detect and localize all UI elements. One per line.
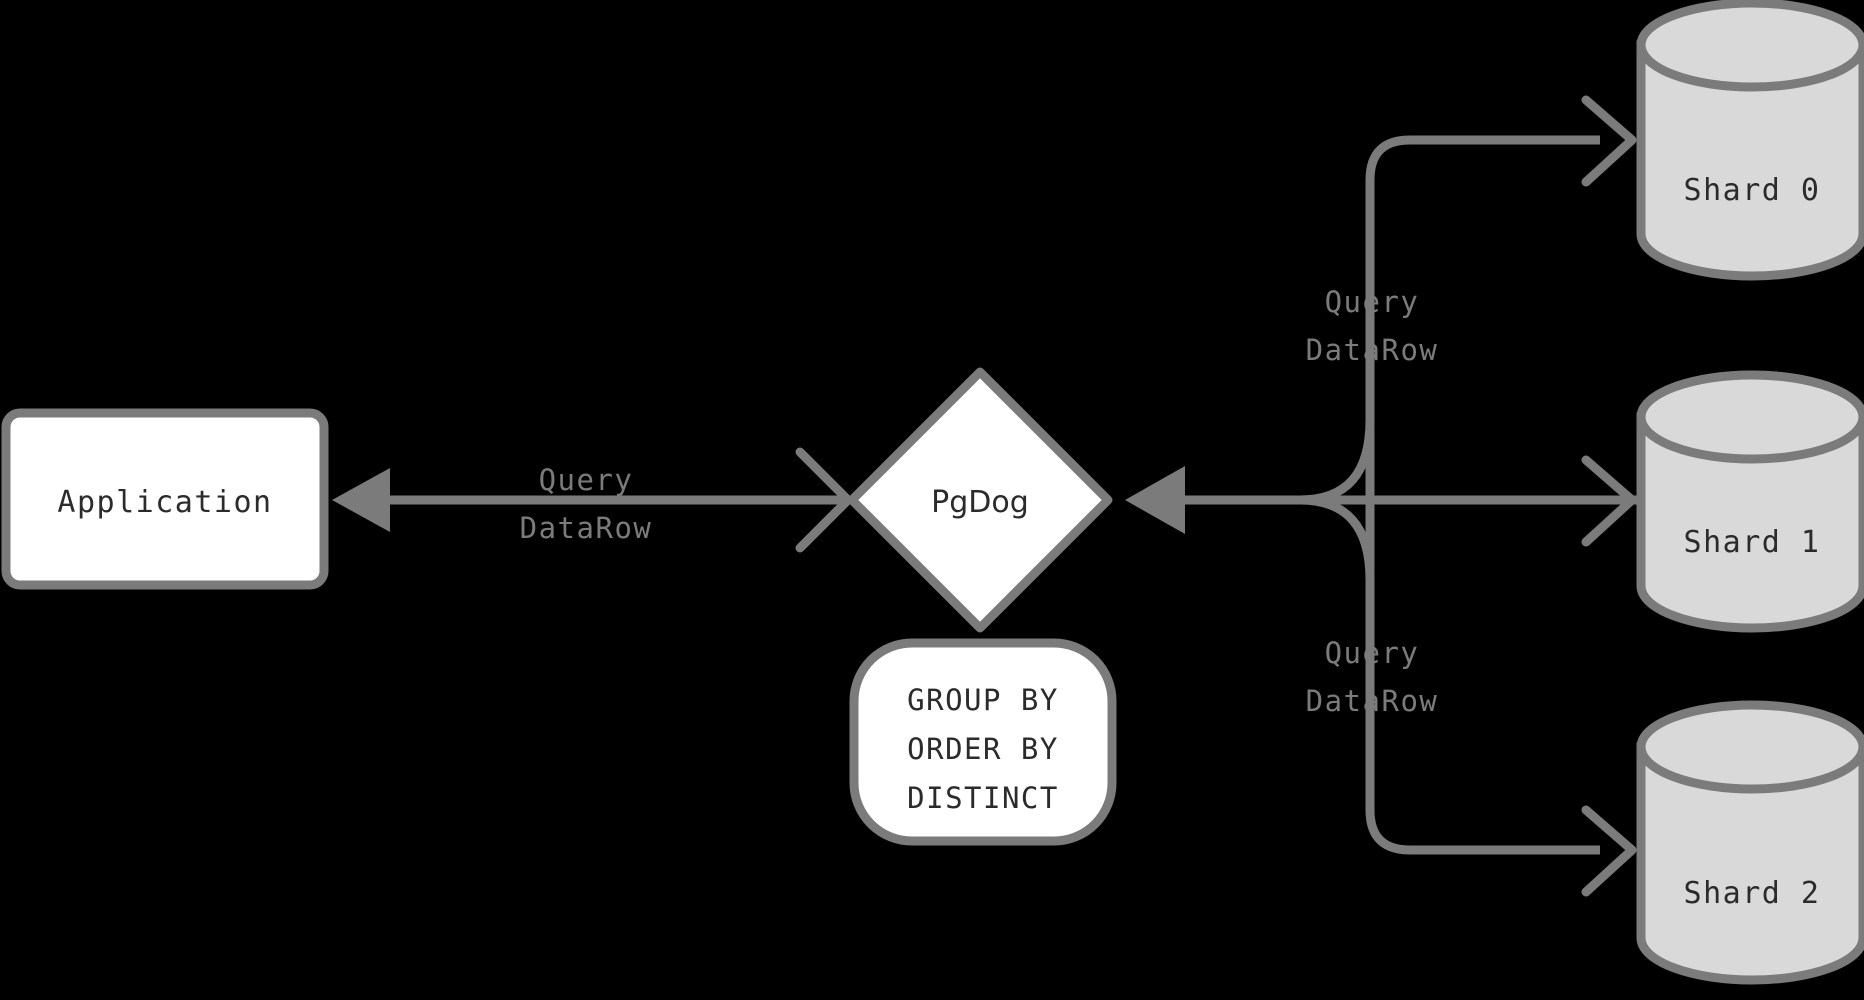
edge-label-pgdog-shard0-line2: DataRow (1306, 333, 1439, 367)
arrowhead-right-chevron-shard1 (1581, 455, 1637, 547)
edge-junction-curves (1299, 419, 1375, 581)
edge-label-app-pgdog-line1: Query (539, 463, 634, 497)
edge-pgdog-to-shard2 (1365, 500, 1637, 897)
operations-line-3: DISTINCT (907, 781, 1059, 815)
node-shard-0[interactable]: Shard 0 (1636, 0, 1864, 281)
operations-box[interactable] (849, 638, 1117, 846)
shard-1-body[interactable] (1636, 412, 1864, 633)
node-shard-2[interactable]: Shard 2 (1636, 700, 1864, 985)
edge-label-pgdog-shard0-line1: Query (1325, 285, 1420, 319)
node-application[interactable]: Application (1, 408, 329, 590)
shard-1-top (1636, 370, 1864, 464)
shard-1-label: Shard 1 (1684, 525, 1821, 560)
node-shard-1[interactable]: Shard 1 (1636, 370, 1864, 633)
edge-application-to-pgdog (660, 447, 853, 553)
pgdog-label: PgDog (931, 485, 1029, 520)
shard-0-label: Shard 0 (1684, 173, 1821, 208)
edge-label-pgdog-shard0: Query DataRow (1306, 285, 1439, 367)
edge-label-pgdog-shard2-line2: DataRow (1306, 684, 1439, 718)
shard-0-body[interactable] (1636, 40, 1864, 281)
arrowhead-left-solid-shards (1125, 466, 1185, 534)
arrowhead-right-chevron-shard2 (1581, 805, 1637, 897)
edge-label-pgdog-shard2: Query DataRow (1306, 636, 1439, 718)
pgdog-diamond[interactable] (847, 367, 1113, 633)
node-pgdog[interactable]: PgDog (847, 367, 1113, 633)
application-label: Application (57, 485, 272, 520)
shard-2-top (1636, 700, 1864, 794)
arrowhead-left-solid (332, 468, 390, 532)
shard-2-body[interactable] (1636, 742, 1864, 985)
edge-label-app-pgdog: Query DataRow (520, 463, 653, 545)
operations-line-2: ORDER BY (907, 732, 1059, 766)
operations-line-1: GROUP BY (907, 683, 1059, 717)
edge-pgdog-to-shard1 (1370, 455, 1637, 547)
shard-2-label: Shard 2 (1684, 876, 1821, 911)
edge-pgdog-to-shard0 (1365, 95, 1637, 500)
arrowhead-right-chevron-shard0 (1581, 95, 1637, 187)
node-operations[interactable]: GROUP BY ORDER BY DISTINCT (849, 638, 1117, 846)
application-box[interactable] (1, 408, 329, 590)
edge-label-app-pgdog-line2: DataRow (520, 511, 653, 545)
edge-label-pgdog-shard2-line1: Query (1325, 636, 1420, 670)
shard-0-top (1636, 0, 1864, 92)
